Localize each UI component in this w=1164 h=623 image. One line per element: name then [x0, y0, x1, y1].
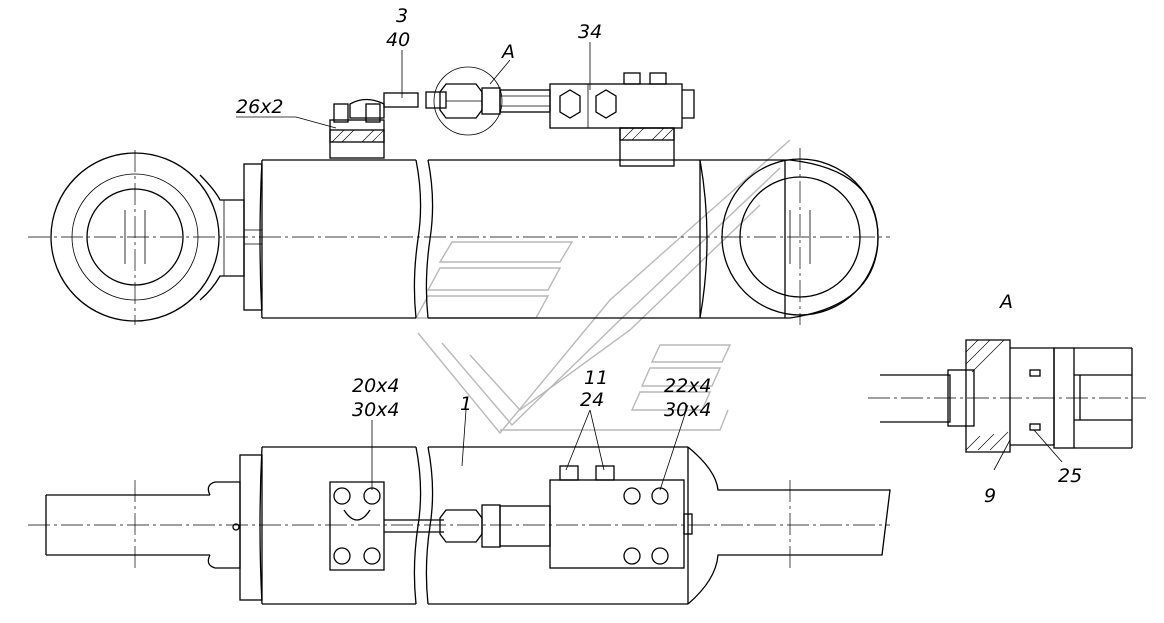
label-1: 1 [460, 393, 472, 415]
label-26x2: 26x2 [236, 96, 284, 118]
pipe-with-fitting [383, 66, 551, 136]
label-25: 25 [1058, 465, 1082, 487]
bolt-head-icon [623, 72, 641, 85]
label-9: 9 [984, 485, 996, 507]
detail-a-view [868, 339, 1146, 471]
bolt-head-icon [559, 465, 579, 481]
label-3: 3 [396, 5, 408, 27]
bolt-head-icon [649, 72, 667, 85]
bottom-view [28, 404, 891, 605]
label-11: 11 [584, 367, 608, 389]
label-30x4-right: 30x4 [664, 399, 712, 421]
label-34: 34 [578, 21, 602, 43]
bolt-head-icon [595, 465, 615, 481]
label-22x4: 22x4 [664, 375, 712, 397]
label-30x4-left: 30x4 [352, 399, 400, 421]
top-leaders [236, 42, 591, 129]
labels: 3 40 A 34 26x2 A 20x4 30x4 11 24 22x4 30… [236, 5, 1082, 507]
label-24: 24 [580, 389, 604, 411]
bottom-leaders [371, 404, 689, 491]
cylinder-barrel-top [259, 159, 708, 319]
left-pipe-clamp [329, 98, 385, 159]
valve-block-bottom [549, 465, 693, 569]
top-view [28, 42, 890, 325]
label-20x4: 20x4 [352, 375, 400, 397]
label-detail-ref: A [500, 41, 515, 63]
right-mount-eye [700, 158, 879, 319]
bottom-flange [329, 481, 385, 571]
label-40: 40 [386, 29, 410, 51]
detail-a-circle [433, 66, 503, 136]
valve-block-top [549, 72, 695, 167]
hex-nut-icon [559, 89, 581, 119]
left-rod-eye [50, 152, 263, 322]
label-detail-title: A [998, 291, 1013, 313]
hex-nut-icon [595, 89, 617, 119]
